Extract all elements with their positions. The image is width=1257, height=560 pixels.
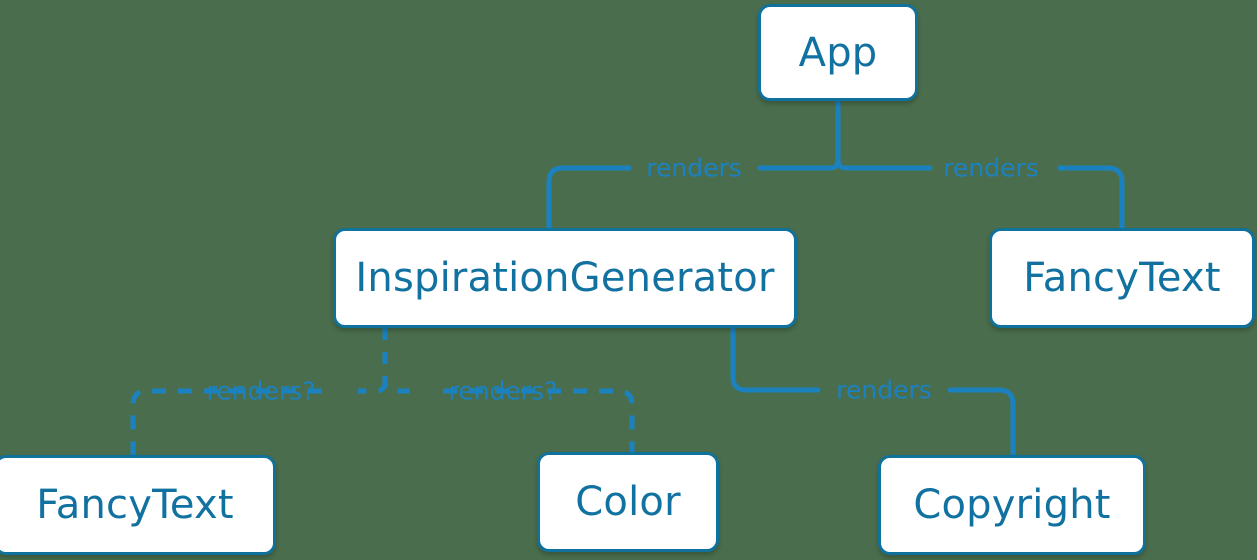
node-fancytext-bottom-label: FancyText xyxy=(36,482,234,528)
edge-inspiration-dashed-stem-left xyxy=(358,381,388,394)
node-fancytext-top-label: FancyText xyxy=(1023,255,1221,301)
edge-app-stem-left xyxy=(757,157,841,171)
node-inspiration-generator-label: InspirationGenerator xyxy=(355,255,775,301)
node-color[interactable]: Color xyxy=(537,452,719,552)
node-copyright[interactable]: Copyright xyxy=(878,455,1146,555)
edge-inspiration-generator-to-color xyxy=(443,388,635,452)
edge-inspiration-generator-to-copyright xyxy=(730,325,821,393)
node-fancytext-top[interactable]: FancyText xyxy=(989,228,1255,328)
node-color-label: Color xyxy=(575,479,681,525)
edge-inspiration-generator-to-fancytext-bottom xyxy=(130,388,322,455)
node-copyright-label: Copyright xyxy=(913,482,1111,528)
edge-label-inspiration-generator-to-copyright: renders xyxy=(836,375,932,405)
node-inspiration-generator[interactable]: InspirationGenerator xyxy=(333,228,797,328)
edge-label-app-to-fancytext-top: renders xyxy=(943,153,1039,183)
edge-app-to-inspiration-generator xyxy=(546,165,632,231)
node-app[interactable]: App xyxy=(758,4,918,101)
node-app-label: App xyxy=(798,29,878,76)
edge-label-app-to-inspiration-generator: renders xyxy=(646,153,742,183)
edge-app-stem xyxy=(835,98,933,171)
edge-inspiration-dashed-stem xyxy=(382,328,412,394)
edge-copyright-approach xyxy=(947,387,1016,458)
node-fancytext-bottom[interactable]: FancyText xyxy=(0,455,276,555)
edge-label-inspiration-generator-to-fancytext-bottom: renders? xyxy=(206,376,316,406)
edge-app-to-fancytext-top xyxy=(1057,165,1125,231)
edge-label-inspiration-generator-to-color: renders? xyxy=(448,376,558,406)
